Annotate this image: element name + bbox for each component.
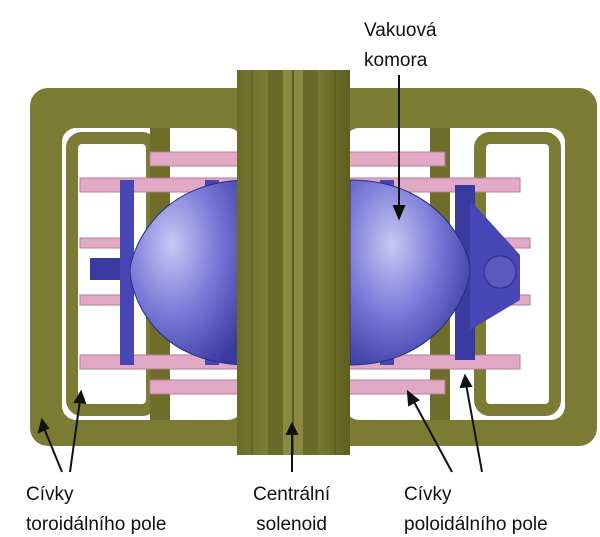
- label-line: poloidálního pole: [404, 514, 548, 535]
- vacuum-chamber: [90, 179, 520, 366]
- label-line: Vakuová: [364, 20, 437, 41]
- label-line: Cívky: [404, 484, 452, 505]
- label-line: komora: [364, 50, 428, 71]
- label-line: Centrální: [253, 484, 331, 505]
- label-line: Cívky: [26, 484, 74, 505]
- label-central-solenoid: Centrální solenoid: [253, 480, 330, 537]
- label-poloidal-coils: Cívky poloidálního pole: [404, 480, 548, 537]
- label-toroidal-coils: Cívky toroidálního pole: [26, 480, 167, 537]
- pointer-arrows: [37, 75, 483, 473]
- label-line: solenoid: [256, 514, 327, 535]
- central-solenoid: [237, 70, 350, 455]
- label-line: toroidálního pole: [26, 514, 167, 535]
- label-vacuum-chamber: Vakuová komora: [364, 16, 437, 76]
